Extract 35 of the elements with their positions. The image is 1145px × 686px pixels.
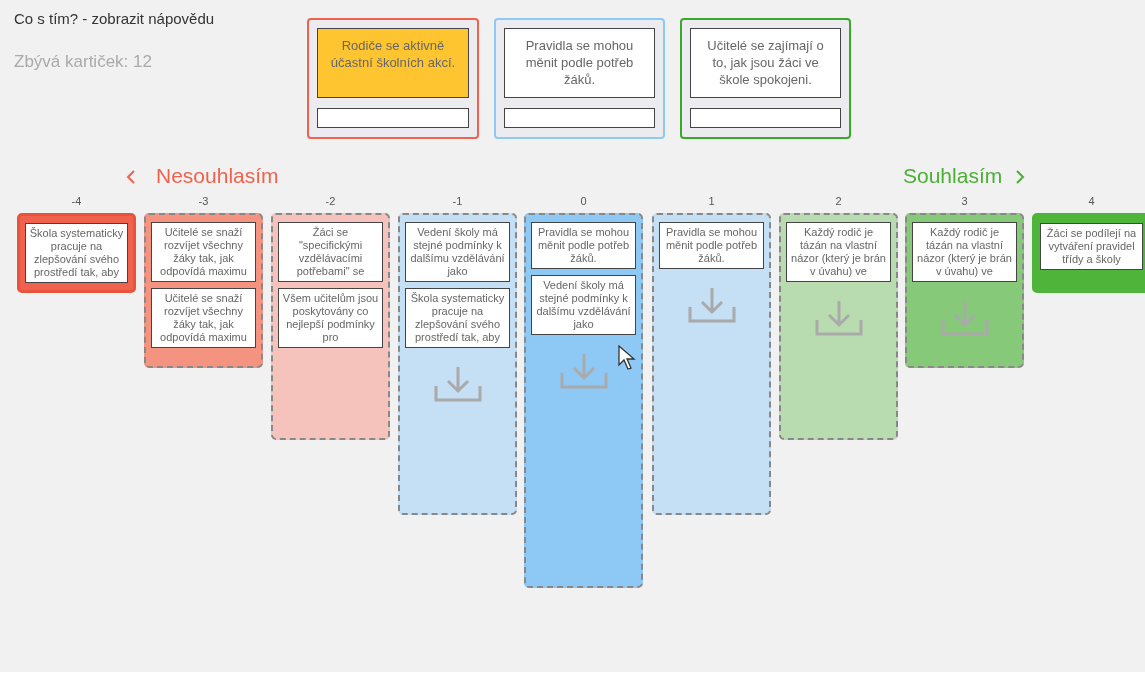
column-heading: 0 (579, 195, 588, 209)
statement-card: Učitelé se snaží rozvíjet všechny žáky tak, jak odpovídá maximu (151, 288, 256, 348)
statement-card: Všem učitelům jsou poskytovány co nejlepší podmínky pro (278, 288, 383, 348)
column-heading: 4 (1087, 195, 1096, 209)
statement-card: Učitelé se snaží rozvíjet všechny žáky tak, jak odpovídá maximu (151, 222, 256, 282)
statement-card: Pravidla se mohou měnit podle potřeb žáků. (531, 222, 636, 269)
column-heading: 1 (707, 195, 716, 209)
statement-card: Škola systematicky pracuje na zlepšování svého prostředí tak, aby (405, 288, 510, 348)
remaining-count: Zbývá kartiček: 12 (14, 52, 152, 72)
statement-card: Učitelé se zajímají o to, jak jsou žáci ve škole spokojeni. (690, 28, 841, 98)
column-heading: 2 (834, 195, 843, 209)
statement-card: Každý rodič je tázán na vlastní názor (který je brán v úvahu) ve (786, 222, 891, 282)
agree-label: Souhlasím (903, 164, 1003, 188)
statement-card: Pravidla se mohou měnit podle potřeb žáků. (504, 28, 655, 98)
help-link: Co s tím? - zobrazit nápovědu (14, 10, 215, 27)
statement-card: Žáci se podílejí na vytváření pravidel třídy a školy (1040, 223, 1143, 270)
statement-card: Každý rodič je tázán na vlastní názor (který je brán v úvahu) ve (912, 222, 1017, 282)
statement-card: Škola systematicky pracuje na zlepšování svého prostředí tak, aby (25, 223, 128, 283)
statement-card: Žáci se "specifickými vzdělávacími potřebami" se (278, 222, 383, 282)
statement-card: Rodiče se aktivně účastní školních akcí. (317, 28, 469, 98)
card-stack (680, 18, 851, 139)
statement-card: Vedení školy má stejné podmínky k dalšímu vzdělávání jako (531, 275, 636, 335)
column-heading: -4 (70, 195, 83, 209)
column-heading: -3 (197, 195, 210, 209)
statement-card (690, 108, 841, 128)
column-heading: -1 (451, 195, 464, 209)
statement-card: Vedení školy má stejné podmínky k dalšímu vzdělávání jako (405, 222, 510, 282)
card-stack (307, 18, 479, 139)
card-stack (494, 18, 665, 139)
statement-card (317, 108, 469, 128)
disagree-label: Nesouhlasím (156, 164, 279, 188)
column-heading: 3 (960, 195, 969, 209)
statement-card: Pravidla se mohou měnit podle potřeb žáků. (659, 222, 764, 269)
column-heading: -2 (324, 195, 337, 209)
statement-card (504, 108, 655, 128)
